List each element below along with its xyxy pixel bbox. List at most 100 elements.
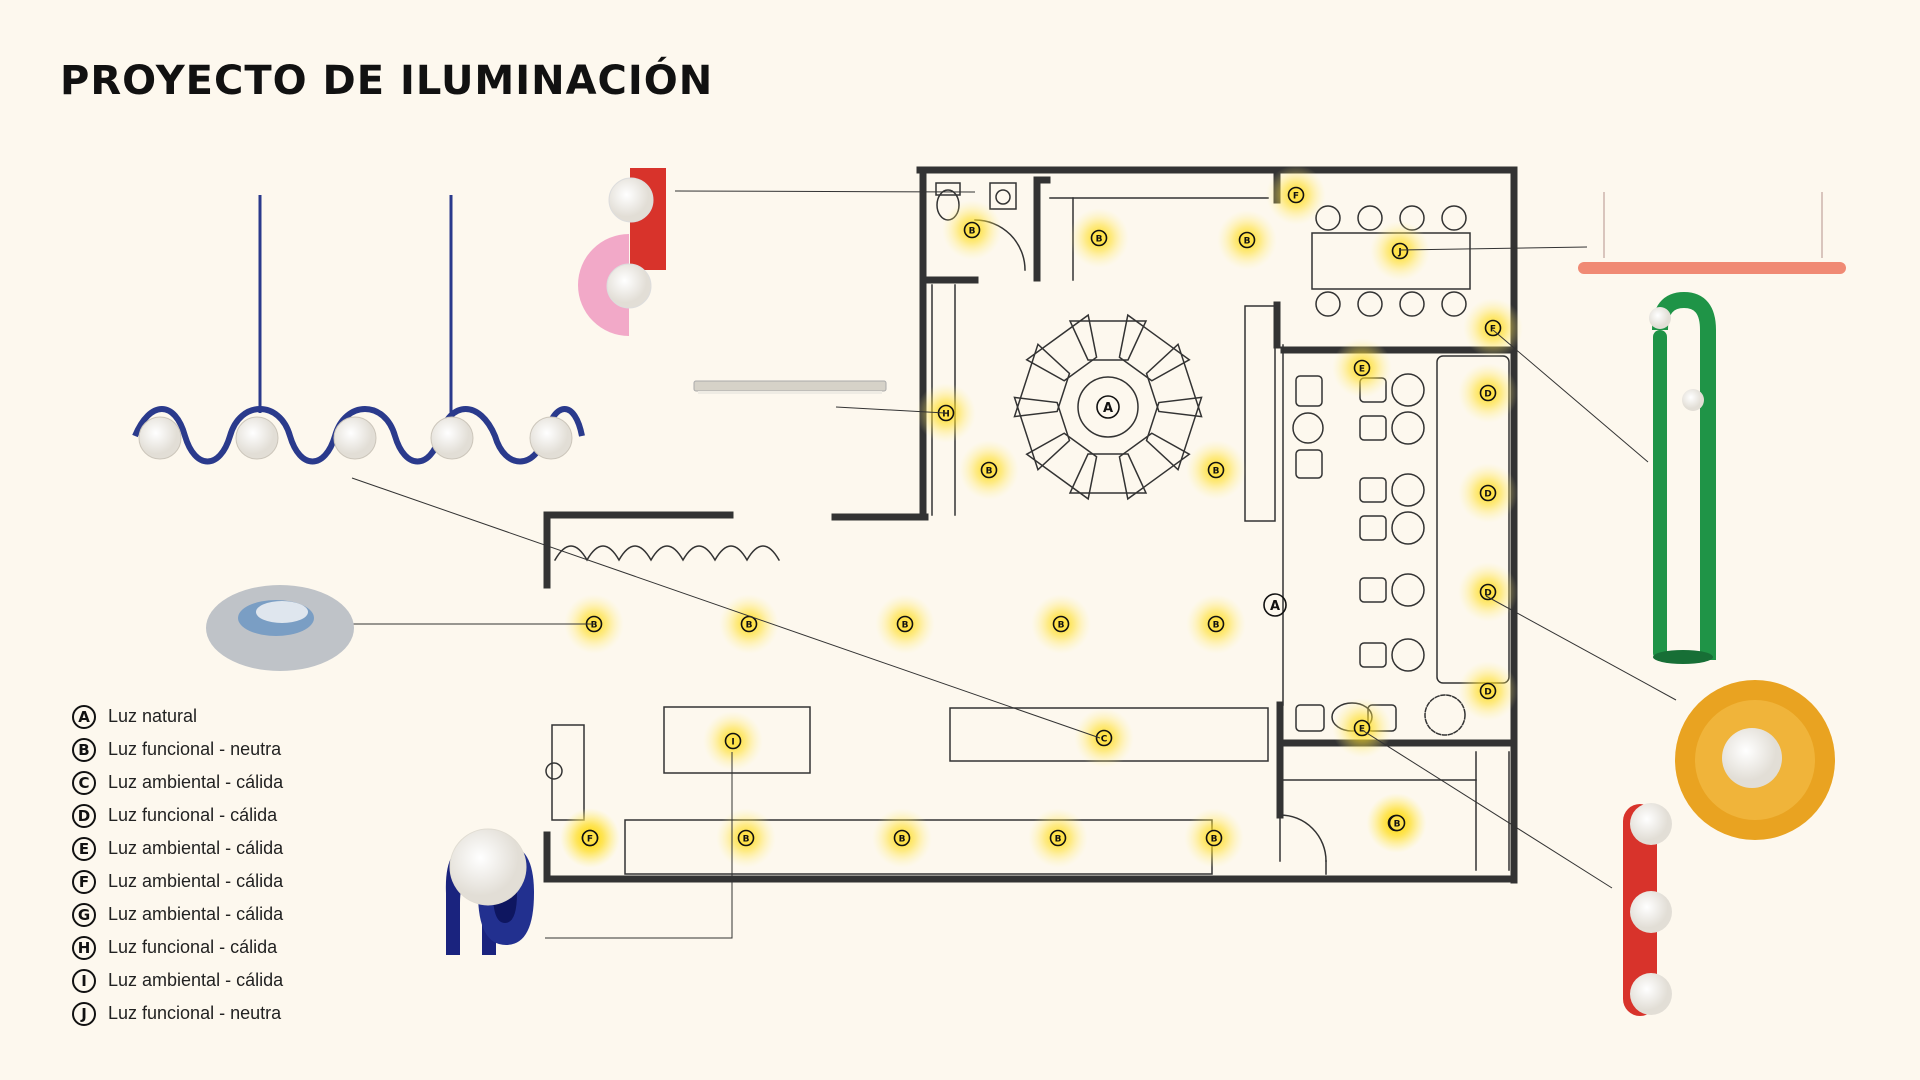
light-marker-label: D bbox=[1484, 490, 1491, 500]
light-marker-d: D bbox=[1479, 583, 1497, 601]
light-marker-d: D bbox=[1479, 384, 1497, 402]
light-marker-label: I bbox=[731, 738, 734, 748]
light-marker-b: B bbox=[893, 829, 911, 847]
legend-badge: A bbox=[72, 704, 96, 729]
light-marker-label: B bbox=[1394, 820, 1401, 830]
wavy-pendant-icon bbox=[132, 195, 585, 465]
light-marker-label: B bbox=[899, 835, 906, 845]
light-marker-label: B bbox=[743, 835, 750, 845]
light-marker-f: F bbox=[1484, 319, 1502, 337]
salmon-linear-pendant-icon bbox=[1578, 192, 1846, 274]
light-marker-b: B bbox=[1049, 829, 1067, 847]
light-marker-b: B bbox=[740, 615, 758, 633]
legend-text: Luz natural bbox=[108, 706, 198, 726]
light-marker-label: F bbox=[1490, 325, 1496, 335]
light-marker-label: A bbox=[1103, 401, 1113, 416]
light-marker-label: J bbox=[1397, 248, 1401, 258]
light-marker-label: F bbox=[1293, 192, 1299, 202]
light-marker-label: B bbox=[969, 227, 976, 237]
light-marker-b: B bbox=[1238, 231, 1256, 249]
leader-lines bbox=[351, 190, 1677, 939]
light-marker-b: B bbox=[1207, 461, 1225, 479]
light-marker-label: B bbox=[1213, 621, 1220, 631]
light-marker-label: D bbox=[1484, 688, 1491, 698]
light-marker-label: D bbox=[1484, 390, 1491, 400]
light-marker-label: B bbox=[1244, 237, 1251, 247]
light-marker-label: H bbox=[942, 410, 950, 420]
blue-table-lamp-icon bbox=[445, 828, 534, 955]
legend-badge: G bbox=[72, 902, 96, 927]
light-marker-a: A bbox=[1263, 593, 1287, 617]
legend-text: Luz ambiental - cálida bbox=[108, 871, 284, 891]
light-marker-b: B bbox=[1205, 829, 1223, 847]
mustard-wall-light-icon bbox=[1675, 680, 1835, 840]
light-marker-i: I bbox=[724, 732, 742, 750]
light-marker-label: A bbox=[1270, 599, 1280, 614]
light-marker-label: B bbox=[591, 621, 598, 631]
light-marker-j: J bbox=[1391, 242, 1409, 260]
light-marker-f: F bbox=[1287, 186, 1305, 204]
legend-item: D Luz funcional - cálida bbox=[72, 799, 283, 832]
legend-text: Luz funcional - cálida bbox=[108, 937, 278, 957]
legend-badge: E bbox=[72, 836, 96, 861]
legend-item: H Luz funcional - cálida bbox=[72, 931, 283, 964]
legend-badge: J bbox=[72, 1001, 96, 1026]
light-marker-b: B bbox=[1388, 814, 1406, 832]
page-title: PROYECTO DE ILUMINACIÓN bbox=[60, 58, 714, 104]
light-marker-b: B bbox=[896, 615, 914, 633]
light-marker-b: B bbox=[963, 221, 981, 239]
light-marker-label: C bbox=[1101, 735, 1108, 745]
light-marker-label: B bbox=[1055, 835, 1062, 845]
legend-text: Luz ambiental - cálida bbox=[108, 970, 284, 990]
light-marker-c: C bbox=[1095, 729, 1113, 747]
legend-badge: F bbox=[72, 869, 96, 894]
legend-item: I Luz ambiental - cálida bbox=[72, 964, 283, 997]
light-marker-label: B bbox=[746, 621, 753, 631]
legend-text: Luz funcional - neutra bbox=[108, 739, 282, 759]
legend-text: Luz ambiental - cálida bbox=[108, 772, 284, 792]
legend-item: G Luz ambiental - cálida bbox=[72, 898, 283, 931]
light-marker-e: E bbox=[1353, 719, 1371, 737]
green-floor-lamp-icon bbox=[1649, 291, 1716, 664]
light-marker-f: F bbox=[581, 829, 599, 847]
red-vertical-sconce-icon bbox=[1623, 803, 1672, 1016]
thin-lines bbox=[545, 182, 1510, 875]
meeting-chairs bbox=[1315, 205, 1467, 317]
light-marker-label: B bbox=[1058, 621, 1065, 631]
linear-ceiling-light-icon bbox=[693, 380, 887, 394]
legend-text: Luz ambiental - cálida bbox=[108, 838, 284, 858]
legend-item: F Luz ambiental - cálida bbox=[72, 865, 283, 898]
light-marker-label: F bbox=[587, 835, 593, 845]
legend-badge: D bbox=[72, 803, 96, 828]
light-marker-label: E bbox=[1359, 365, 1365, 375]
legend-item: B Luz funcional - neutra bbox=[72, 733, 283, 766]
light-marker-label: B bbox=[1213, 467, 1220, 477]
light-marker-label: B bbox=[986, 467, 993, 477]
legend-text: Luz funcional - cálida bbox=[108, 805, 278, 825]
light-marker-label: B bbox=[1096, 235, 1103, 245]
legend-badge: B bbox=[72, 737, 96, 762]
legend-text: Luz funcional - neutra bbox=[108, 1003, 282, 1023]
light-marker-h: H bbox=[937, 404, 955, 422]
legend-badge: I bbox=[72, 968, 96, 993]
light-marker-b: B bbox=[980, 461, 998, 479]
red-pink-wall-sconce-icon bbox=[578, 168, 666, 336]
legend-item: J Luz funcional - neutra bbox=[72, 997, 283, 1030]
light-marker-d: D bbox=[1479, 682, 1497, 700]
light-markers: BBBBBBBBBBBBBBBBBCDDDDEEFFFHIJAA bbox=[581, 186, 1502, 847]
outer-walls bbox=[543, 166, 1518, 884]
light-marker-d: D bbox=[1479, 484, 1497, 502]
light-marker-label: D bbox=[1484, 589, 1491, 599]
legend-text: Luz ambiental - cálida bbox=[108, 904, 284, 924]
legend-badge: H bbox=[72, 935, 96, 960]
light-marker-b: B bbox=[1090, 229, 1108, 247]
floor-plan bbox=[543, 166, 1518, 884]
legend-item: A Luz natural bbox=[72, 700, 283, 733]
light-marker-e: E bbox=[1353, 359, 1371, 377]
recessed-downlight-icon bbox=[206, 585, 354, 671]
light-marker-label: B bbox=[1211, 835, 1218, 845]
light-marker-label: E bbox=[1359, 725, 1365, 735]
